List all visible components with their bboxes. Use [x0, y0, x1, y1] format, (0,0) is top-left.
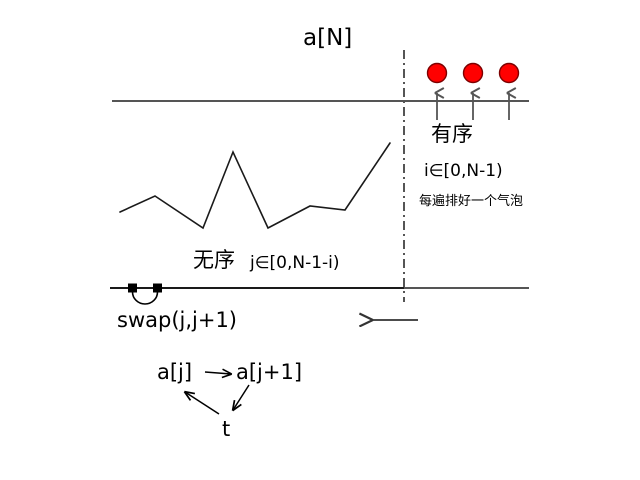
assign-arrow-aj-to-ajp1	[204, 368, 233, 379]
swap-source-label: a[j]	[157, 360, 193, 384]
assign-arrow-t-to-aj	[183, 390, 220, 415]
assign-arrow-ajp1-to-t	[231, 384, 250, 412]
pass-note-label: 每遍排好一个气泡	[419, 194, 524, 209]
sorted-marker-dot-1	[426, 62, 448, 84]
sorted-marker-dot-3	[498, 62, 520, 84]
swap-cell-j	[128, 283, 137, 293]
unsorted-value-polyline	[119, 142, 391, 230]
swap-temp-label: t	[222, 417, 231, 441]
swap-cell-j-plus-1	[153, 283, 162, 293]
sorted-region-label: 有序	[431, 122, 473, 146]
sorted-marker-group	[426, 62, 520, 120]
swap-call-label: swap(j,j+1)	[117, 308, 238, 332]
swap-arc	[131, 291, 159, 305]
unsorted-region-label: 无序	[193, 248, 235, 272]
swap-indicator-group	[128, 283, 162, 305]
sorted-marker-dot-2	[462, 62, 484, 84]
swap-target-label: a[j+1]	[236, 360, 303, 384]
outer-loop-range-label: i∈[0,N-1)	[424, 161, 503, 181]
inner-loop-range-label: j∈[0,N-1-i)	[250, 253, 340, 273]
page-title: a[N]	[303, 25, 353, 51]
